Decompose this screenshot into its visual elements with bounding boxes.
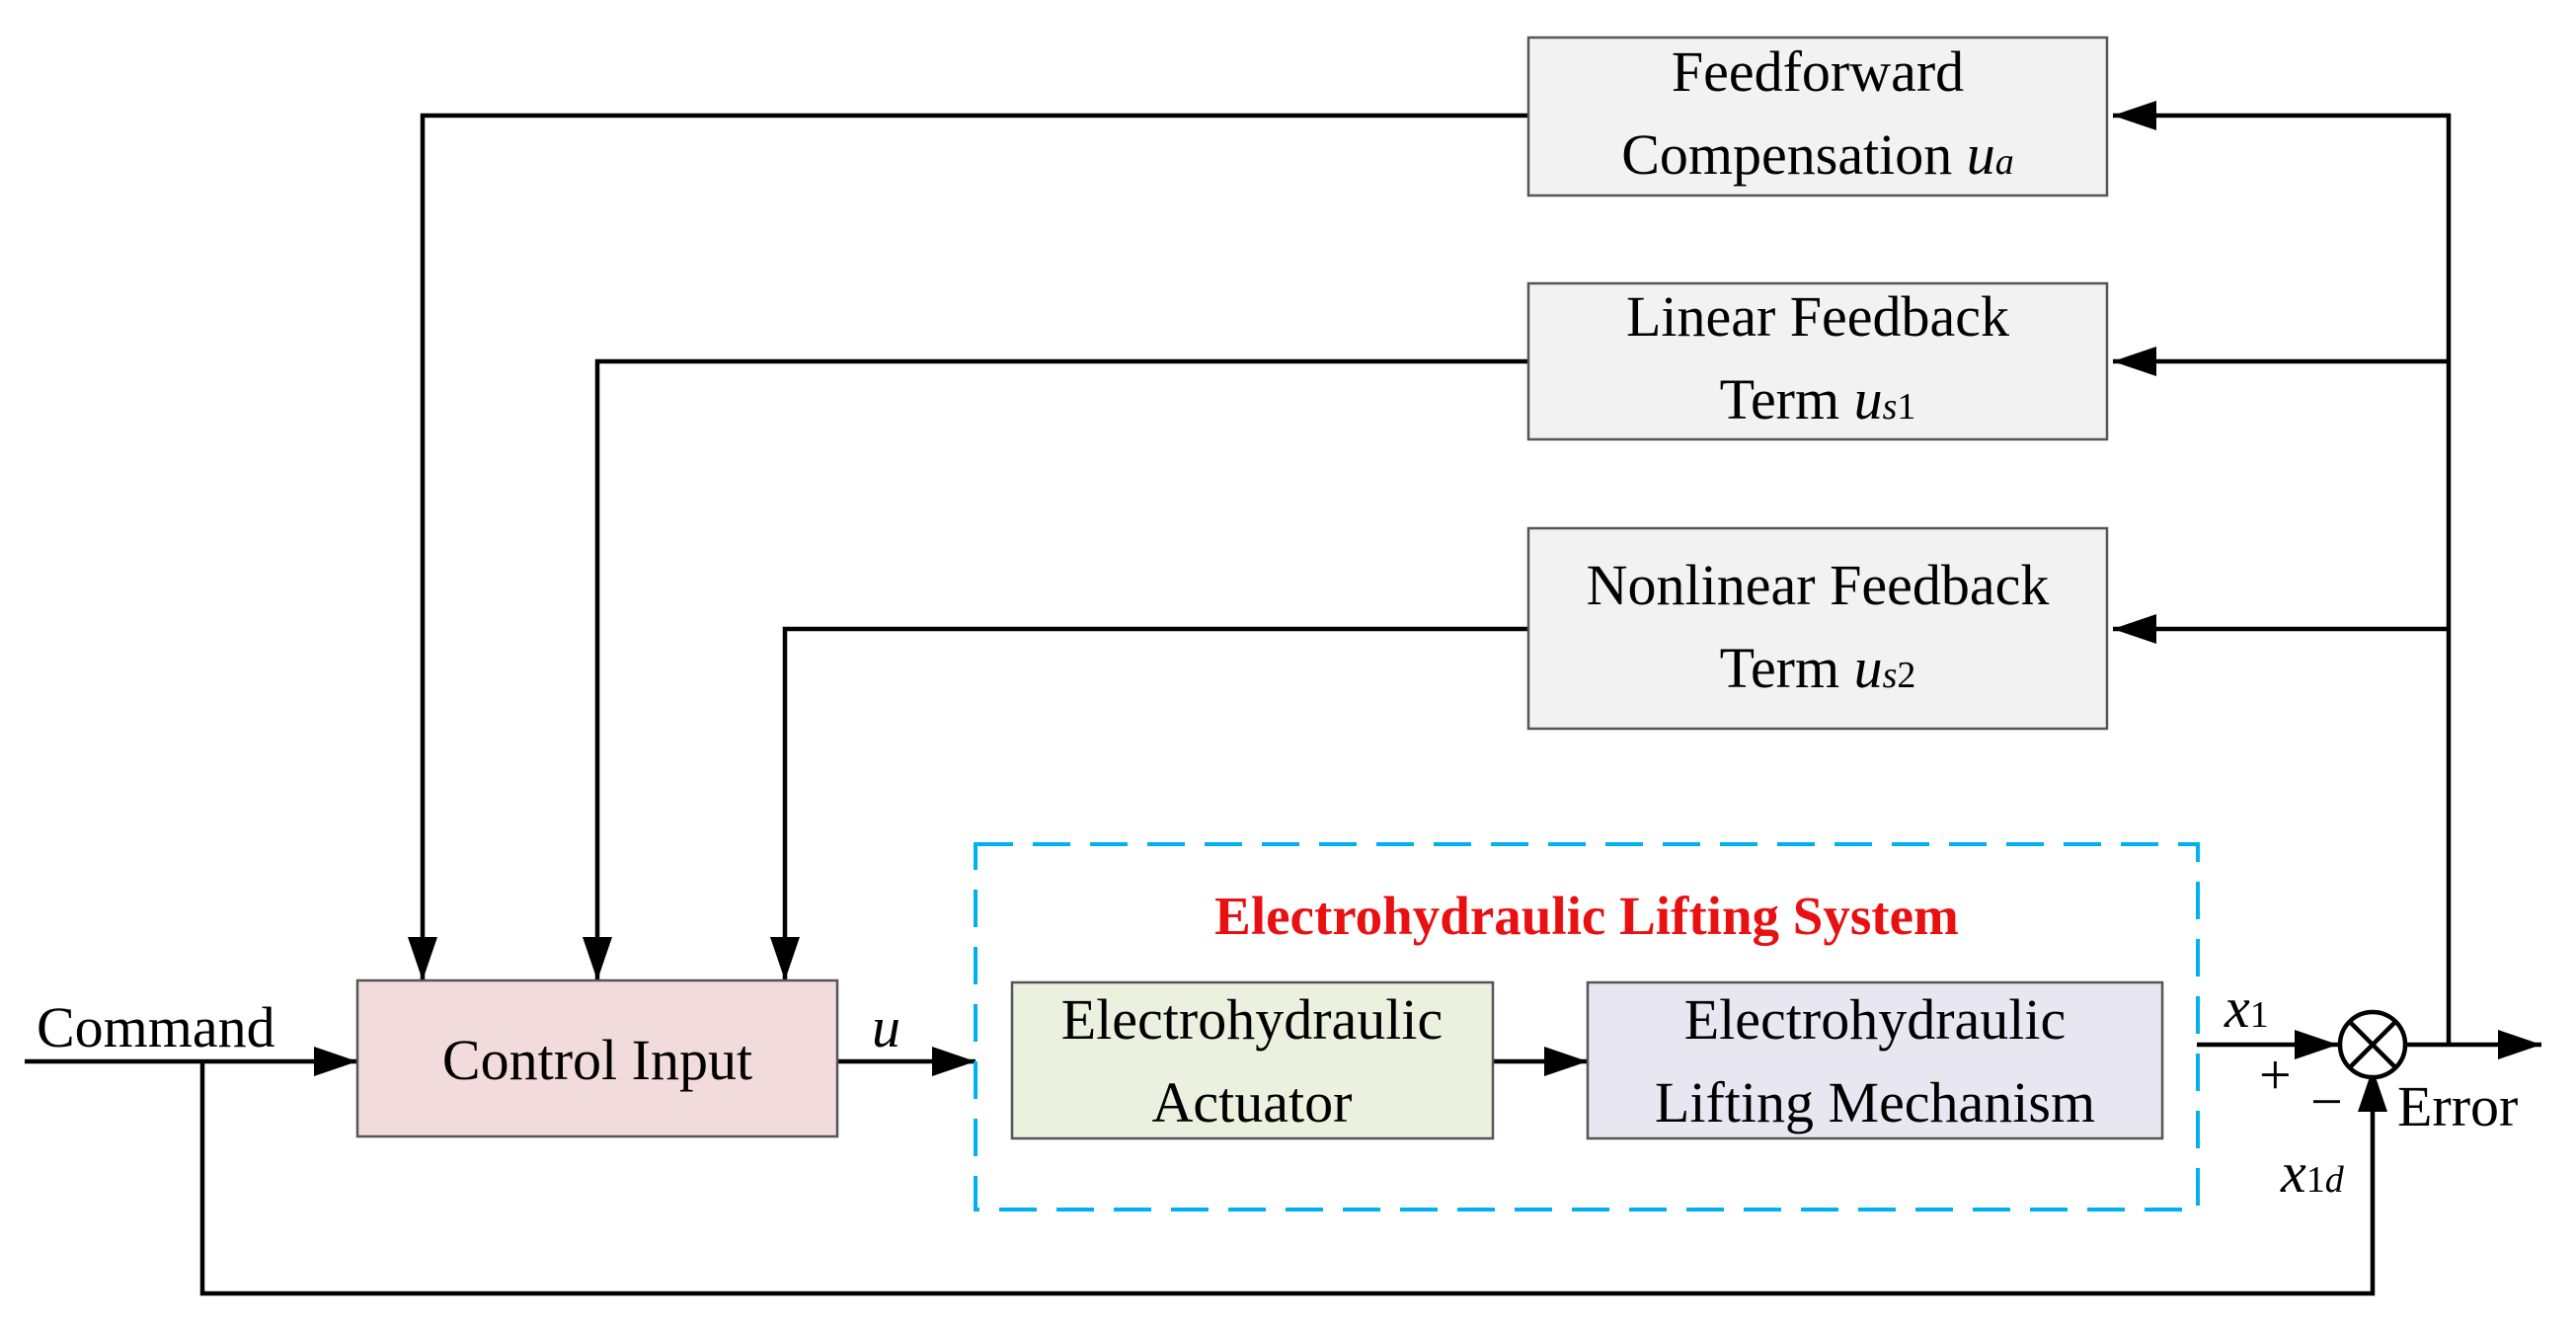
mechanism-line1: Electrohydraulic xyxy=(1684,987,2067,1052)
mechanism-block: Electrohydraulic Lifting Mechanism xyxy=(1586,980,2164,1140)
error-label: Error xyxy=(2397,1074,2518,1138)
linear-line1: Linear Feedback xyxy=(1626,284,2009,349)
nonlinear-feedback-block: Nonlinear Feedback Term us2 xyxy=(1526,526,2109,731)
control-input-block: Control Input xyxy=(355,978,839,1138)
nonlinear-line2: Term us2 xyxy=(1720,636,1916,700)
linear-feedback-block: Linear Feedback Term us1 xyxy=(1526,281,2109,441)
u-label: u xyxy=(872,995,900,1059)
actuator-line1: Electrohydraulic xyxy=(1061,987,1444,1052)
us2-path xyxy=(770,626,1528,980)
x1d-label: x1d xyxy=(2280,1140,2345,1205)
feedforward-block: Feedforward Compensation ua xyxy=(1526,36,2109,197)
minus-sign: − xyxy=(2310,1069,2343,1134)
system-title: Electrohydraulic Lifting System xyxy=(1214,886,1959,946)
linear-line2: Term us1 xyxy=(1720,367,1916,431)
plus-sign: + xyxy=(2259,1043,2292,1107)
lifting-system-group: Electrohydraulic Lifting System Electroh… xyxy=(974,842,2200,1212)
mechanism-line2: Lifting Mechanism xyxy=(1655,1070,2095,1134)
x1-label: x1 xyxy=(2224,976,2269,1040)
x1d-path xyxy=(199,1061,2387,1296)
actuator-line2: Actuator xyxy=(1152,1070,1353,1134)
command-label: Command xyxy=(37,995,275,1059)
control-input-label: Control Input xyxy=(442,1028,752,1092)
ua-path xyxy=(408,113,1528,980)
error-feedback-trunk xyxy=(2113,101,2452,1045)
actuator-block: Electrohydraulic Actuator xyxy=(1010,980,1495,1140)
wires xyxy=(25,101,2541,1296)
feedforward-line2: Compensation ua xyxy=(1621,122,2014,187)
summing-junction xyxy=(2337,1009,2408,1080)
nonlinear-line1: Nonlinear Feedback xyxy=(1587,553,2050,617)
us1-path xyxy=(583,358,1528,980)
feedforward-line1: Feedforward xyxy=(1672,39,1964,104)
